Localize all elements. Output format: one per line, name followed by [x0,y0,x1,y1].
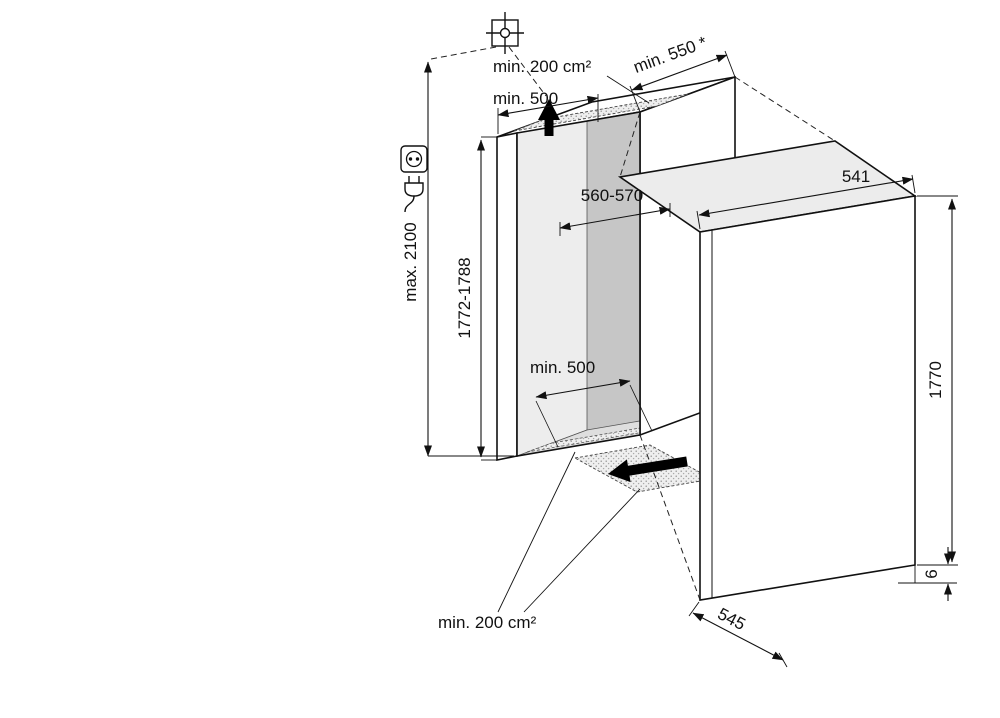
dim-appliance-depth-label: 545 [715,604,749,634]
airflow-in-arrow [608,456,688,483]
dim-floor-clearance-label: min. 500 [530,358,595,377]
label-top-vent-area: min. 200 cm² [493,57,592,76]
dim-niche-depth-label: min. 550 * [631,33,710,77]
power-socket-icon [400,145,428,173]
dim-niche-height-label: 1772-1788 [455,257,474,338]
interior-left-wall [517,112,588,456]
niche-interior [517,112,640,456]
airflow-up-arrow [538,99,560,136]
power-plug-icon [404,176,424,213]
dim-niche-width [559,203,671,236]
niche-left-wall-edge [496,132,518,461]
dim-rear-gap-label: 6 [922,569,941,578]
dim-appliance-width-label: 541 [842,167,870,186]
dim-ceiling-height [424,61,514,457]
dim-appliance-height-label: 1770 [926,361,945,399]
dim-appliance-height [917,195,958,566]
reference-crosshair-icon [486,12,524,54]
dim-ceiling-height-label: max. 2100 [401,222,420,301]
projection-dashed-lines [430,46,836,601]
top-vent-grille [513,93,689,132]
dim-niche-depth [629,50,736,113]
dim-appliance-width [696,174,916,230]
label-bottom-vent-area: min. 200 cm² [438,613,537,632]
reference-dash-vent [508,46,547,97]
appliance-front-face [699,195,916,601]
dim-niche-height [477,136,497,461]
dim-top-vent-width [497,94,599,134]
dim-niche-width-label: 560-570 [581,186,643,205]
dim-floor-clearance [535,378,653,448]
dim-top-vent-width-label: min. 500 [493,89,558,108]
floor-vent-grille [526,421,640,453]
reference-dash-left [430,46,497,60]
label-bottom-vent-leaders [497,451,641,613]
dim-appliance-depth [688,601,788,668]
label-top-vent-leader [606,75,650,104]
